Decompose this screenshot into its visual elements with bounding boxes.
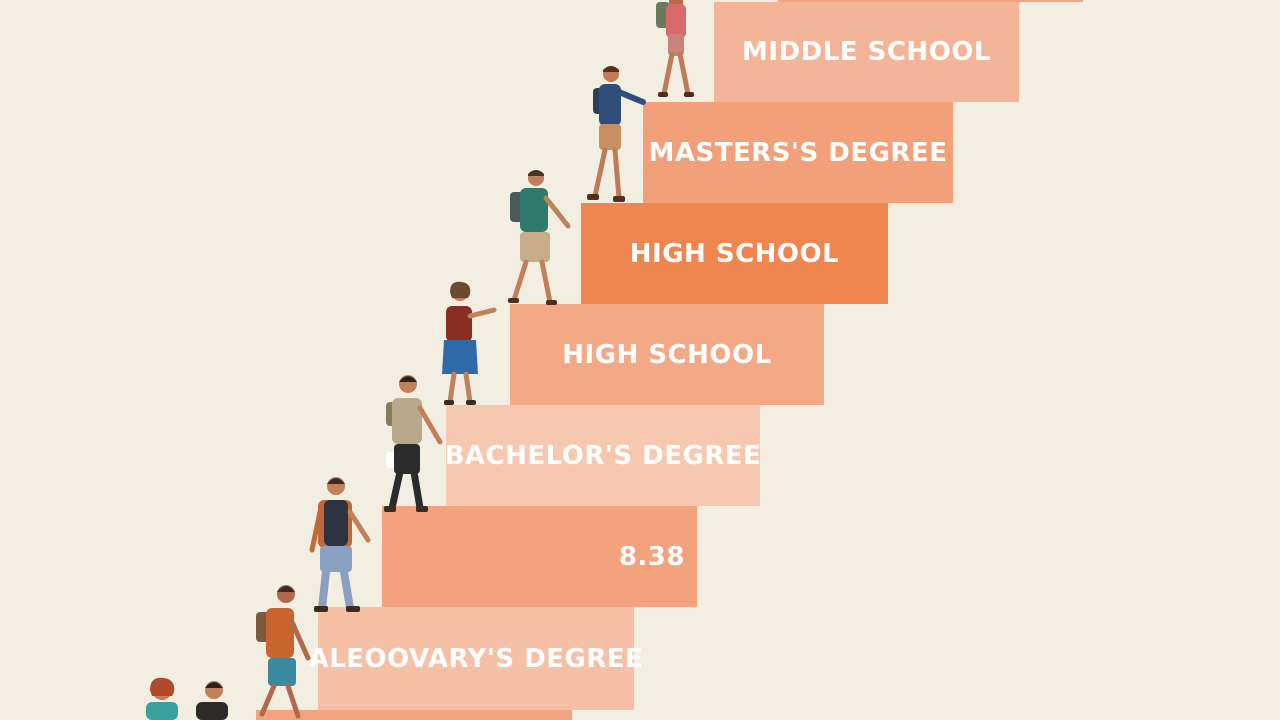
climber-figure (196, 681, 228, 720)
stair-step-middle-school: MIDDLE SCHOOL (714, 2, 1019, 102)
stair-step-label: MIDDLE SCHOOL (742, 37, 991, 67)
climber-figure (309, 477, 371, 612)
stair-step-top (778, 0, 1083, 2)
stair-step-label: MASTERS'S DEGREE (648, 137, 948, 168)
climber-figure (442, 281, 497, 405)
stair-step-masters-degree: MASTERS'S DEGREE (643, 102, 953, 203)
stair-step-label: ALEOOVARY'S DEGREE (308, 643, 644, 674)
climber-figure (587, 66, 646, 202)
climber-figure (146, 677, 178, 720)
stair-step-bottom (256, 710, 572, 720)
stair-step-high-school-upper: HIGH SCHOOL (581, 203, 888, 304)
stair-step-high-school-lower: HIGH SCHOOL (510, 304, 824, 405)
climber-figure (256, 585, 311, 719)
stair-step-label: BACHELOR'S DEGREE (444, 440, 762, 471)
stair-step-value: 8.38 (382, 506, 697, 607)
stair-step-label: HIGH SCHOOL (562, 339, 772, 370)
stair-step-associates-degree: ALEOOVARY'S DEGREE (309, 607, 643, 710)
stair-step-label: 8.38 (618, 541, 685, 572)
climber-figure (656, 0, 694, 97)
stair-step-bachelors-degree: BACHELOR'S DEGREE (444, 405, 762, 506)
stair-step-label: HIGH SCHOOL (629, 238, 840, 269)
climber-figure (384, 375, 443, 512)
climber-figure (508, 170, 571, 305)
